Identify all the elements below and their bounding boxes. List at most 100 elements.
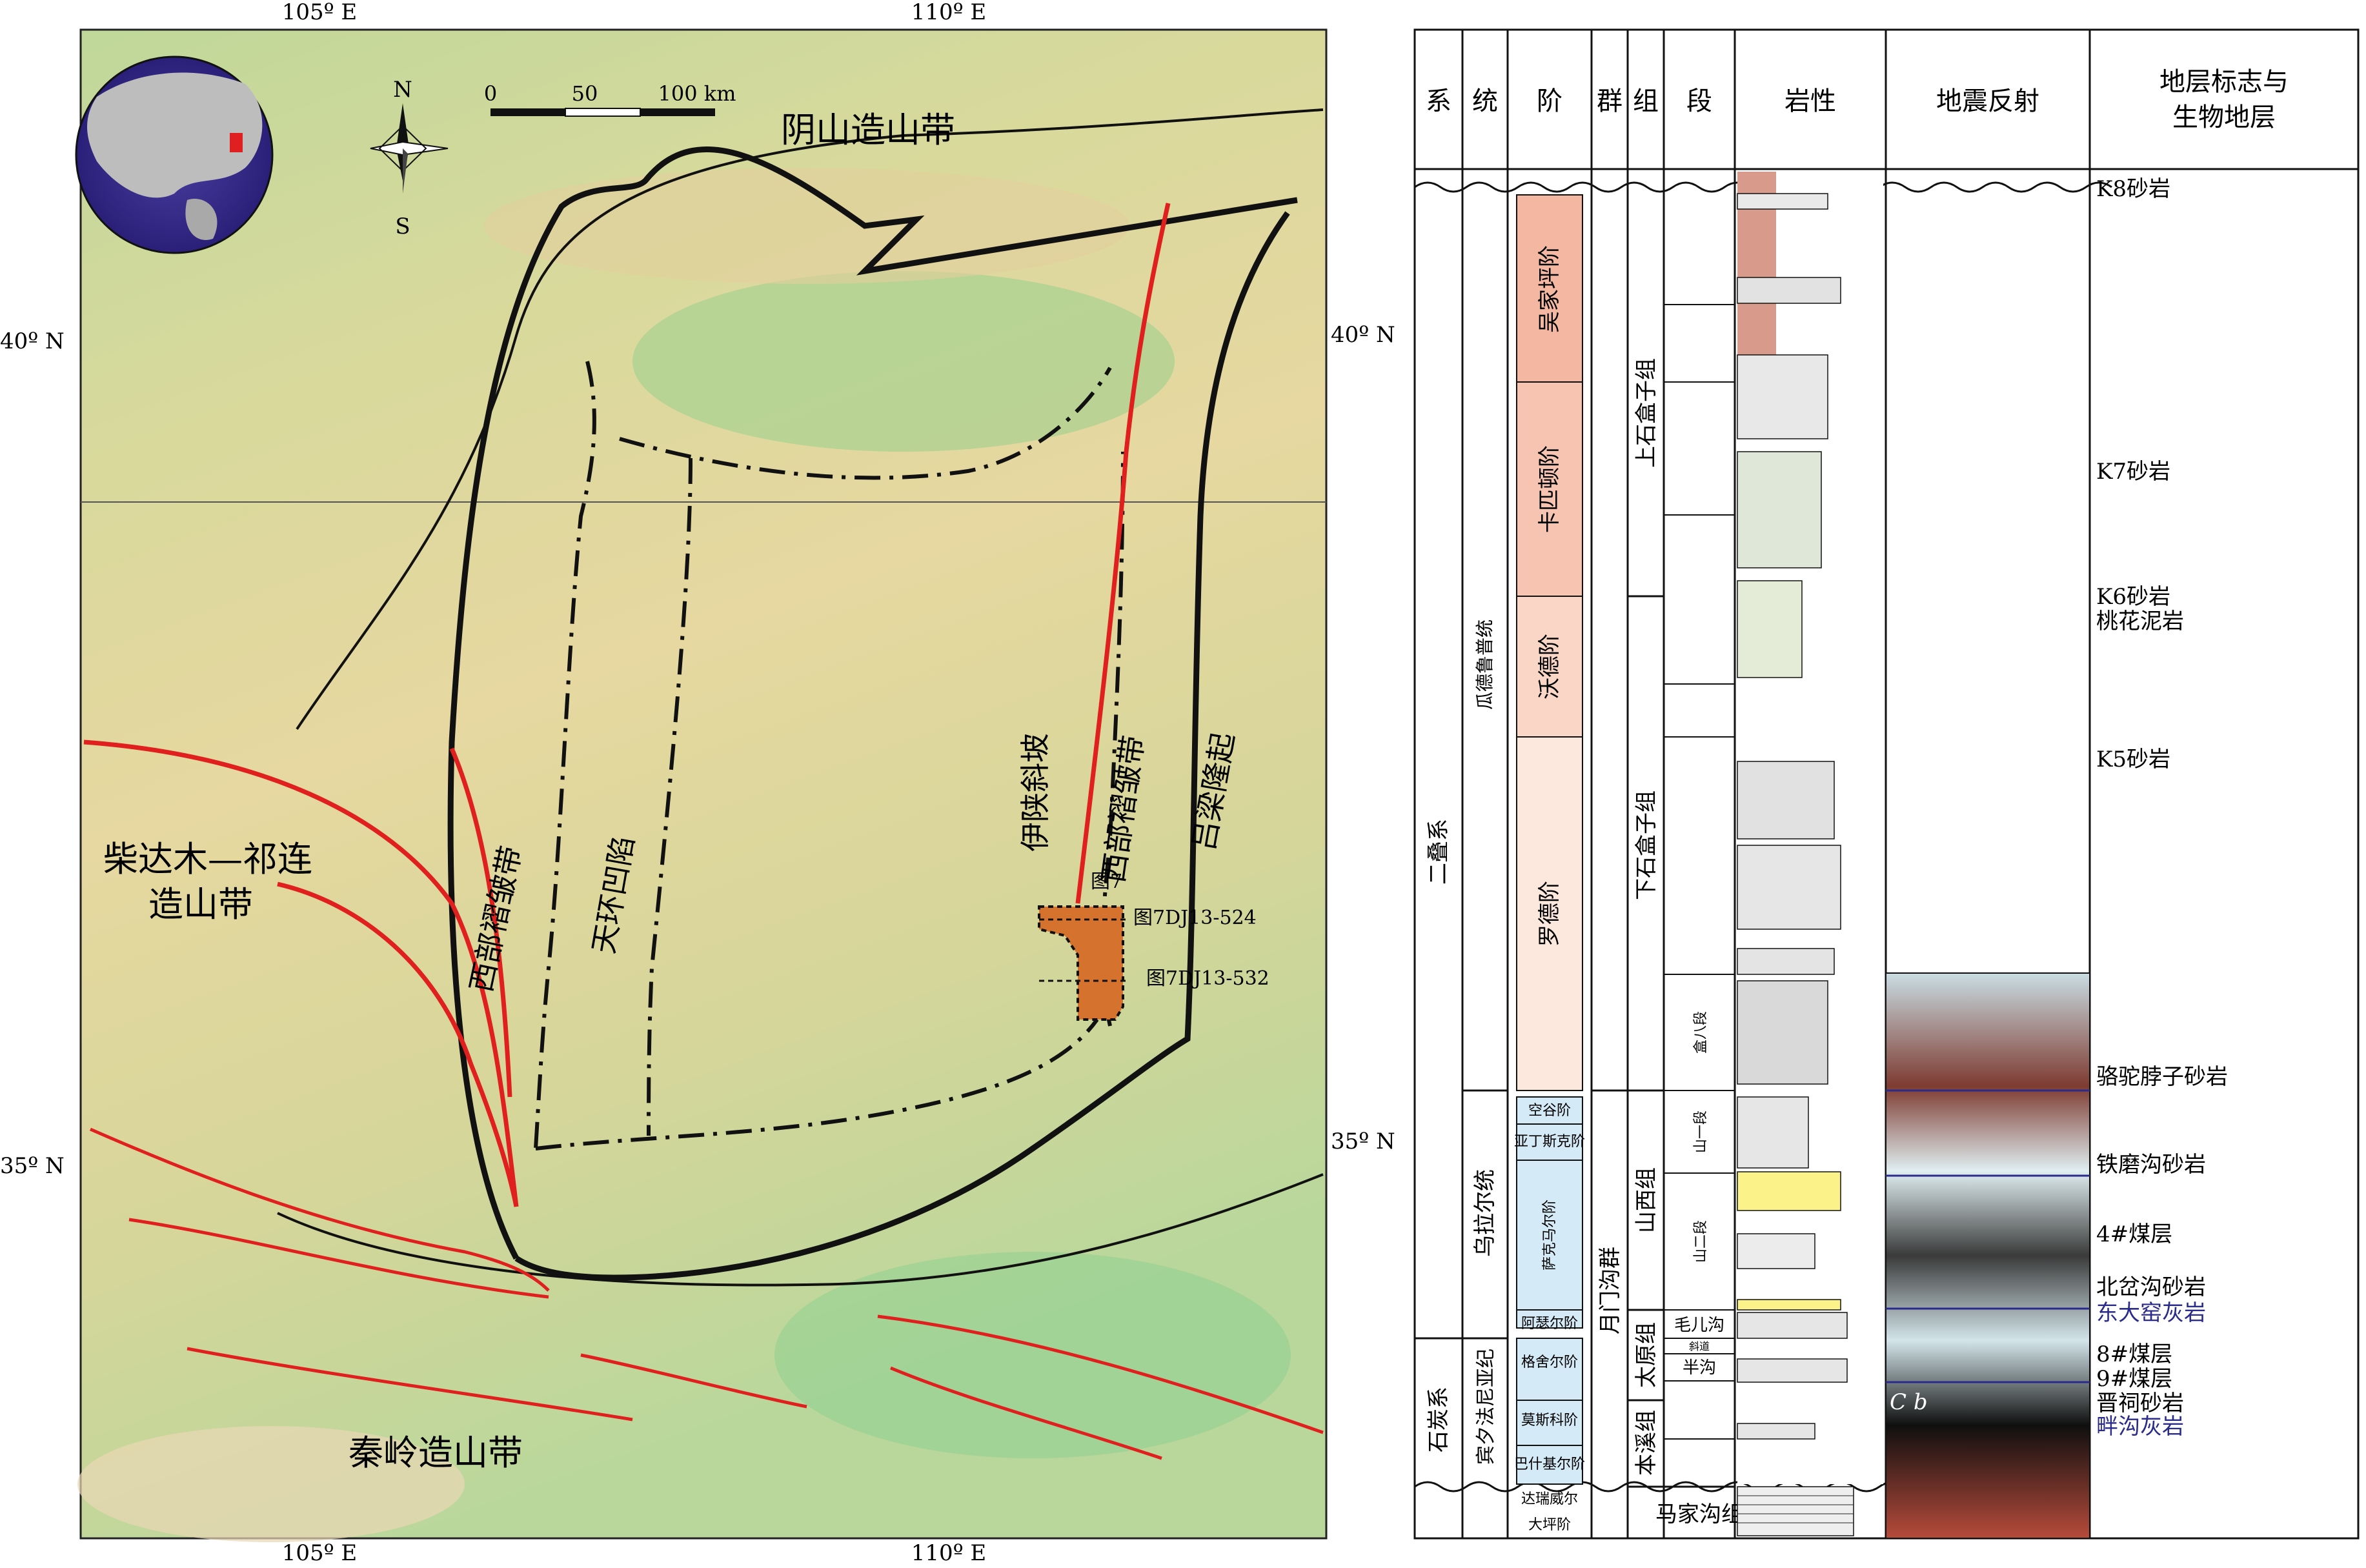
tectonic-line-south [535,1018,1099,1151]
stage-box-roadian [1516,736,1583,1091]
fig-ref-top: 图7 [1091,870,1122,893]
marker-k6: K6砂岩 [2096,584,2170,610]
stage-serpukhovian: 达瑞威尔 [1521,1491,1578,1507]
lat-label-right-35: 35º N [1331,1129,1395,1154]
lat-label-right-40: 40º N [1331,322,1395,348]
marker-coal8: 8#煤层 [2096,1342,2172,1367]
marker-pangou: 畔沟灰岩 [2096,1414,2184,1440]
member-maoergou: 毛儿沟 [1674,1316,1724,1335]
red-fault-west-3 [449,747,512,1098]
red-fault-south-5 [877,1314,1324,1434]
marker-taohua: 桃花泥岩 [2096,608,2184,634]
fig-ref-a: 图7DJ13-524 [1133,907,1257,929]
red-fault-west-2 [277,881,519,1207]
formation-benxi: 本溪组 [1633,1410,1659,1476]
hdr-xi: 系 [1426,86,1451,116]
hdr-yanxing: 岩性 [1785,86,1836,116]
green-valley-patch [774,1252,1291,1458]
red-fault-south-1 [89,1127,550,1292]
lat-label-left-40: 40º N [0,328,65,354]
series-cisuralian: 乌拉尔统 [1472,1169,1498,1257]
globe-study-area [230,133,243,152]
formation-taiyuan: 太原组 [1633,1322,1659,1388]
scale-50: 50 [572,81,598,106]
basin-boundary-east [514,211,1290,1281]
group-yuemengou: 月门沟群 [1597,1247,1623,1334]
red-fault-south-2 [128,1218,549,1299]
hdr-duan: 段 [1686,86,1712,116]
stage-box-wujiaping [1516,194,1583,383]
study-area: 图7 图7DJ13-524 图7DJ13-532 [1038,870,1269,1021]
lat-label-left-35: 35º N [0,1153,65,1179]
lon-label-top-110: 110º E [911,0,987,25]
formation-upper-shihezi: 上石盒子组 [1633,358,1659,468]
seismic-label: C b [1890,1389,1928,1415]
red-fault-south-4 [580,1353,807,1409]
scale-100: 100 km [658,81,736,106]
hdr-zu: 组 [1633,86,1659,116]
marker-k5: K5砂岩 [2096,747,2170,772]
series-pennsylvanian: 宾夕法尼亚纪 [1475,1349,1497,1465]
stage-artinskian: 亚丁斯克阶 [1514,1134,1585,1150]
marker-k7: K7砂岩 [2096,459,2170,485]
label-qinling: 秦岭造山带 [349,1432,523,1473]
marker-k8: K8砂岩 [2096,176,2170,202]
stage-roadian: 罗德阶 [1537,881,1562,947]
stage-box-cisuralian [1516,1096,1583,1329]
red-fault-east [1075,203,1171,904]
stage-wordian: 沃德阶 [1537,634,1562,699]
member-he8: 盒八段 [1693,1011,1709,1054]
hdr-jie: 阶 [1537,86,1562,116]
formation-majiagou: 马家沟组 [1655,1502,1743,1527]
label-yishan: 伊陕斜坡 [1018,733,1053,852]
tectonic-line-inner [647,457,693,1136]
marker-coal4: 4#煤层 [2096,1221,2172,1247]
basin-boundary [447,146,1298,1260]
red-fault-west-1 [83,739,519,1207]
fig-ref-b: 图7DJ13-532 [1146,967,1269,990]
hdr-qun: 群 [1597,86,1623,116]
outer-boundary-thin-bottom [277,1173,1324,1287]
stage-asselian: 阿瑟尔阶 [1521,1316,1578,1332]
member-bangou: 半沟 [1683,1358,1716,1378]
label-yinshan: 阴山造山带 [781,110,955,150]
marker-dongdayao: 东大窑灰岩 [2096,1300,2206,1326]
member-shan2: 山二段 [1693,1220,1709,1263]
stage-capitanian: 卡匹顿阶 [1537,445,1562,533]
stage-kungurian: 空谷阶 [1528,1103,1571,1119]
member-shan1: 山一段 [1693,1111,1709,1153]
stage-box-penn [1516,1338,1583,1485]
stage-wujiaping: 吴家坪阶 [1537,245,1562,333]
stage-gzhelian: 格舍尔阶 [1521,1354,1578,1371]
stage-dapingian: 大坪阶 [1528,1517,1571,1533]
globe-inset [75,55,274,254]
compass-north: N [393,77,412,103]
marker-coal9: 9#煤层 [2096,1366,2172,1392]
hdr-marker-1: 地层标志与 [2159,67,2289,97]
lon-label-top-105: 105º E [282,0,358,25]
marker-luotuo: 骆驼脖子砂岩 [2096,1064,2228,1090]
hdr-dizhen: 地震反射 [1936,86,2039,116]
map-panel: 105º E 110º E 105º E 110º E 40º N 35º N … [0,0,1395,1566]
study-area-polygon [1038,905,1124,1021]
formation-shanxi: 山西组 [1633,1167,1659,1233]
label-qaidam-2: 造山带 [148,884,253,925]
stage-box-capitanian [1516,381,1583,597]
strat-column: 系 统 阶 群 组 段 岩性 地震反射 地层标志与 生物地层 二叠系 石炭系 瓜… [1413,28,2360,1540]
hdr-marker-2: 生物地层 [2172,103,2276,132]
stage-sakmarian: 萨克马尔阶 [1542,1200,1558,1271]
system-carboniferous: 石炭系 [1426,1387,1451,1452]
compass-rose: N S [370,77,449,239]
formation-lower-shihezi: 下石盒子组 [1633,790,1659,900]
scale-bar: 0 50 100 km [484,81,736,117]
lon-label-bottom-105: 105º E [282,1540,358,1565]
stage-bashkirian: 巴什基尔阶 [1514,1456,1585,1473]
series-guadalupian: 瓜德鲁普统 [1474,619,1495,710]
mountain-patch [77,1426,465,1542]
compass-south: S [395,214,410,239]
globe-landmass-south [185,199,217,240]
red-fault-south-3 [187,1347,633,1422]
red-fault-south-6 [890,1366,1162,1460]
marker-beichagou: 北岔沟砂岩 [2096,1274,2206,1300]
